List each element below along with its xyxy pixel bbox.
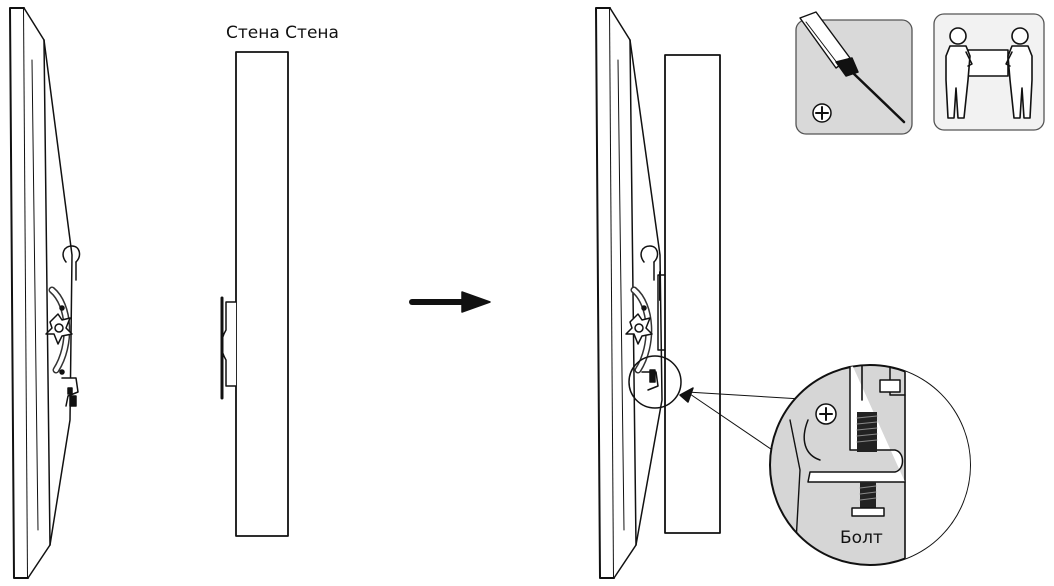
wall-left: [235, 51, 289, 537]
phillips-head-icon: [812, 103, 832, 123]
wall-label: Стена Стена: [226, 23, 339, 43]
wall-plate-left: [220, 296, 237, 400]
mount-bracket-left: [45, 245, 81, 407]
mount-bracket-right: [625, 245, 659, 391]
wall-right: [657, 54, 721, 534]
next-step-arrow: [409, 291, 491, 313]
two-person-lift-icon: [933, 13, 1045, 131]
bolt-label: Болт: [840, 528, 883, 548]
zoom-source-circle: [628, 355, 682, 409]
tv-panel-left: [9, 7, 73, 579]
bolt-detail-magnifier: [769, 364, 971, 566]
tv-panel-right: [595, 7, 663, 579]
